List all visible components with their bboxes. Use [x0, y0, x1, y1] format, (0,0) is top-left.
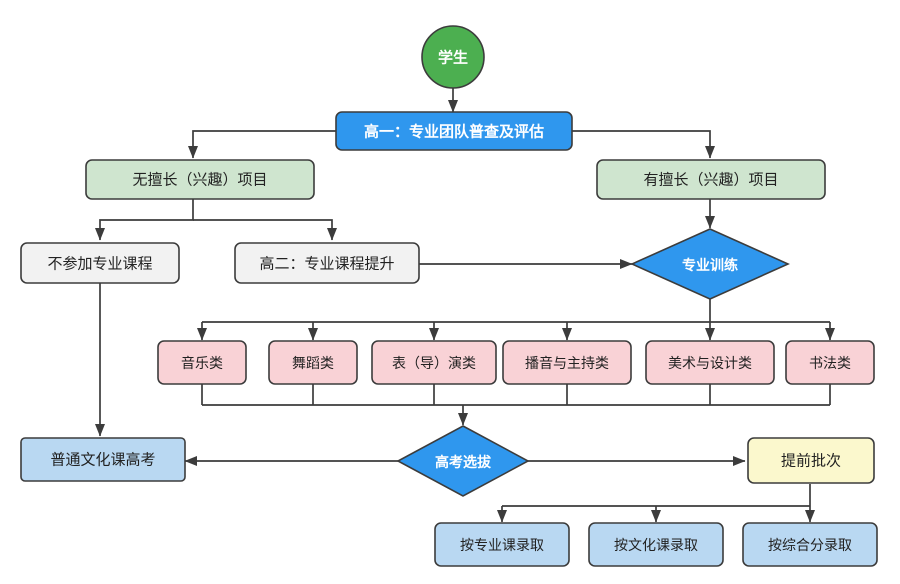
node-specialty-calligraphy[interactable]: 书法类	[785, 340, 875, 385]
node-no-major-course-label: 不参加专业课程	[47, 256, 152, 273]
node-pro-training[interactable]: 专业训练	[630, 228, 790, 300]
node-student[interactable]: 学生	[421, 25, 485, 89]
node-specialty-calligraphy-label: 书法类	[809, 355, 851, 371]
node-student-label: 学生	[438, 49, 468, 67]
edge-grade1-to-has-talent	[572, 130, 716, 159]
node-specialty-dance-label: 舞蹈类	[292, 355, 334, 371]
node-no-major-course[interactable]: 不参加专业课程	[20, 242, 180, 284]
node-admission-major[interactable]: 按专业课录取	[434, 522, 570, 567]
node-gaokao-selection-label: 高考选拔	[435, 454, 492, 470]
node-specialty-acting[interactable]: 表（导）演类	[371, 340, 497, 385]
node-has-talent-label: 有擅长（兴趣）项目	[643, 171, 778, 189]
node-grade1-assessment-label: 高一：专业团队普查及评估	[364, 123, 544, 141]
node-early-batch-label: 提前批次	[781, 453, 841, 470]
node-specialty-art-design[interactable]: 美术与设计类	[645, 340, 775, 385]
node-specialty-acting-label: 表（导）演类	[392, 355, 476, 371]
node-admission-composite-label: 按综合分录取	[768, 537, 852, 553]
node-gaokao-selection[interactable]: 高考选拔	[396, 425, 530, 497]
node-pro-training-label: 专业训练	[682, 257, 738, 273]
node-no-talent-label: 无擅长（兴趣）项目	[132, 171, 267, 189]
node-grade2-upgrade-label: 高二：专业课程提升	[259, 256, 394, 273]
node-specialty-music-label: 音乐类	[181, 355, 223, 371]
edge-no-talent-bus	[94, 199, 194, 241]
edge-layer	[94, 88, 836, 523]
node-grade2-upgrade[interactable]: 高二：专业课程提升	[234, 242, 420, 284]
node-admission-culture-label: 按文化课录取	[614, 537, 698, 553]
node-specialty-broadcasting[interactable]: 播音与主持类	[502, 340, 632, 385]
node-specialty-broadcasting-label: 播音与主持类	[525, 355, 609, 371]
node-specialty-music[interactable]: 音乐类	[157, 340, 247, 385]
node-no-talent[interactable]: 无擅长（兴趣）项目	[85, 159, 315, 200]
node-general-gaokao[interactable]: 普通文化课高考	[20, 437, 186, 482]
node-has-talent[interactable]: 有擅长（兴趣）项目	[596, 159, 826, 200]
edge-no-talent-bus-right	[193, 219, 338, 241]
node-admission-major-label: 按专业课录取	[460, 537, 544, 553]
edge-grade1-to-no-talent	[187, 130, 336, 159]
node-grade1-assessment[interactable]: 高一：专业团队普查及评估	[335, 111, 573, 151]
node-general-gaokao-label: 普通文化课高考	[50, 452, 155, 469]
node-admission-composite[interactable]: 按综合分录取	[742, 522, 878, 567]
node-specialty-art-design-label: 美术与设计类	[668, 355, 752, 371]
node-early-batch[interactable]: 提前批次	[747, 437, 875, 484]
node-specialty-dance[interactable]: 舞蹈类	[268, 340, 358, 385]
node-admission-culture[interactable]: 按文化课录取	[588, 522, 724, 567]
